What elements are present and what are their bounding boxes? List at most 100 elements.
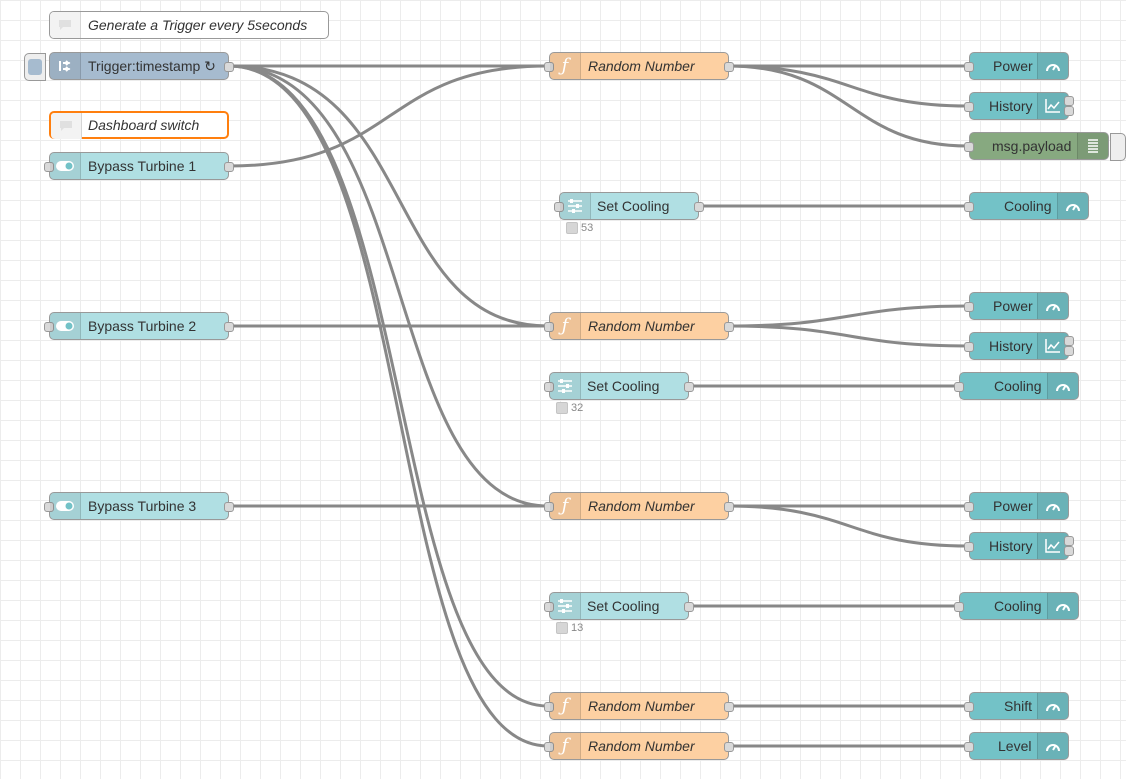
chart-icon (1037, 533, 1068, 559)
gauge-node-cooling-1[interactable]: Cooling (964, 192, 1089, 220)
input-port[interactable] (554, 202, 564, 212)
chart-node-history-2[interactable]: History (964, 332, 1074, 360)
gauge-node-power-3[interactable]: Power (964, 492, 1069, 520)
comment-node-dashboard[interactable]: Dashboard switch (49, 111, 229, 139)
inject-button[interactable] (24, 53, 46, 81)
gauge-label: Cooling (1004, 198, 1052, 214)
function-node-random-1[interactable]: ƒ Random Number (544, 52, 734, 80)
gauge-icon (1037, 293, 1068, 319)
input-port[interactable] (44, 502, 54, 512)
function-node-random-3[interactable]: ƒ Random Number (544, 492, 734, 520)
output-port[interactable] (224, 322, 234, 332)
inject-node-trigger[interactable]: Trigger:timestamp ↻ (24, 52, 234, 81)
gauge-node-cooling-3[interactable]: Cooling (954, 592, 1079, 620)
input-port[interactable] (544, 322, 554, 332)
gauge-label: Cooling (994, 378, 1042, 394)
output-port[interactable] (224, 62, 234, 72)
input-port[interactable] (964, 142, 974, 152)
output-port[interactable] (1064, 96, 1074, 106)
chart-label: History (989, 98, 1033, 114)
output-port[interactable] (224, 502, 234, 512)
input-port[interactable] (954, 382, 964, 392)
gauge-node-power-1[interactable]: Power (964, 52, 1069, 80)
slider-label: Set Cooling (597, 198, 670, 214)
input-port[interactable] (544, 382, 554, 392)
chart-node-history-3[interactable]: History (964, 532, 1074, 560)
output-port[interactable] (224, 162, 234, 172)
comment-node-trigger[interactable]: Generate a Trigger every 5seconds (49, 11, 329, 39)
output-port[interactable] (684, 602, 694, 612)
gauge-node-cooling-2[interactable]: Cooling (954, 372, 1079, 400)
slider-node-cooling-2[interactable]: Set Cooling (544, 372, 694, 400)
switch-node-turbine-3[interactable]: Bypass Turbine 3 (44, 492, 234, 520)
input-port[interactable] (44, 322, 54, 332)
input-port[interactable] (964, 502, 974, 512)
function-icon: ƒ (550, 313, 581, 339)
function-label: Random Number (588, 318, 695, 334)
function-node-random-2[interactable]: ƒ Random Number (544, 312, 734, 340)
switch-node-turbine-1[interactable]: Bypass Turbine 1 (44, 152, 234, 180)
node-status: 53 (566, 222, 593, 234)
switch-node-turbine-2[interactable]: Bypass Turbine 2 (44, 312, 234, 340)
chart-icon (1037, 333, 1068, 359)
function-node-random-5[interactable]: ƒ Random Number (544, 732, 734, 760)
output-port[interactable] (724, 702, 734, 712)
input-port[interactable] (544, 62, 554, 72)
input-port[interactable] (544, 742, 554, 752)
gauge-icon (1037, 693, 1068, 719)
wire (727, 324, 969, 348)
wire (727, 304, 969, 328)
gauge-label: Power (993, 58, 1033, 74)
node-status: 32 (556, 402, 583, 414)
gauge-label: Power (993, 298, 1033, 314)
node-status: 13 (556, 622, 583, 634)
output-port[interactable] (724, 502, 734, 512)
output-port[interactable] (1064, 336, 1074, 346)
gauge-node-level[interactable]: Level (964, 732, 1069, 760)
slider-label: Set Cooling (587, 598, 660, 614)
gauge-node-power-2[interactable]: Power (964, 292, 1069, 320)
input-port[interactable] (964, 202, 974, 212)
output-port[interactable] (1064, 536, 1074, 546)
comment-label: Dashboard switch (88, 117, 200, 133)
wire (228, 64, 549, 328)
output-port[interactable] (724, 322, 734, 332)
input-port[interactable] (954, 602, 964, 612)
input-port[interactable] (964, 62, 974, 72)
input-port[interactable] (544, 602, 554, 612)
gauge-node-shift[interactable]: Shift (964, 692, 1069, 720)
input-port[interactable] (964, 342, 974, 352)
output-port[interactable] (724, 62, 734, 72)
input-port[interactable] (964, 102, 974, 112)
slider-node-cooling-3[interactable]: Set Cooling (544, 592, 694, 620)
input-port[interactable] (544, 502, 554, 512)
arrow-in-icon (50, 53, 81, 79)
input-port[interactable] (544, 702, 554, 712)
input-port[interactable] (964, 742, 974, 752)
chart-icon (1037, 93, 1068, 119)
input-port[interactable] (964, 302, 974, 312)
function-node-random-4[interactable]: ƒ Random Number (544, 692, 734, 720)
wire (727, 504, 969, 548)
status-dot (566, 222, 578, 234)
gauge-label: Cooling (994, 598, 1042, 614)
output-port[interactable] (694, 202, 704, 212)
output-port[interactable] (1064, 106, 1074, 116)
output-port[interactable] (1064, 546, 1074, 556)
wire (727, 64, 969, 148)
slider-label: Set Cooling (587, 378, 660, 394)
wire (228, 64, 549, 748)
debug-label: msg.payload (992, 138, 1072, 154)
input-port[interactable] (964, 702, 974, 712)
output-port[interactable] (724, 742, 734, 752)
input-port[interactable] (44, 162, 54, 172)
output-port[interactable] (1064, 346, 1074, 356)
debug-node-payload[interactable]: msg.payload (964, 132, 1126, 161)
output-port[interactable] (684, 382, 694, 392)
wire (228, 64, 549, 168)
debug-toggle-button[interactable] (1110, 133, 1126, 161)
chart-node-history-1[interactable]: History (964, 92, 1074, 120)
slider-node-cooling-1[interactable]: Set Cooling (554, 192, 704, 220)
input-port[interactable] (964, 542, 974, 552)
gauge-label: Shift (1004, 698, 1033, 714)
